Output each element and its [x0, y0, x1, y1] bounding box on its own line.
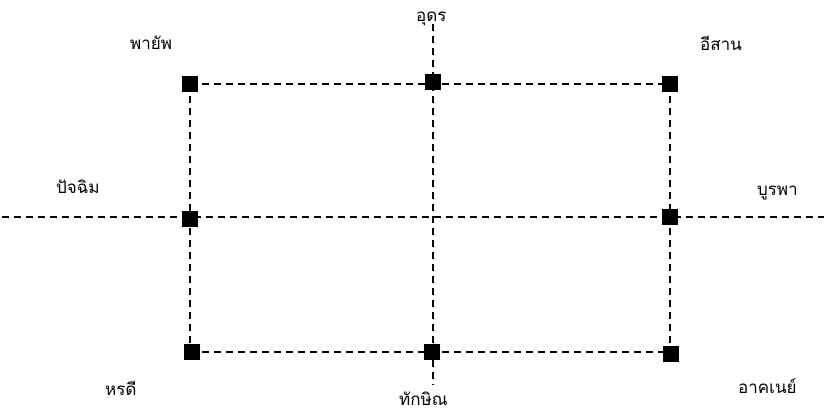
- southeast-marker: [663, 346, 679, 362]
- west-marker: [182, 211, 198, 227]
- southwest-marker: [184, 344, 200, 360]
- northeast-label: อีสาน: [700, 35, 742, 55]
- northwest-marker: [182, 76, 198, 92]
- south-label: ทักษิณ: [399, 390, 448, 410]
- northwest-label: พายัพ: [130, 34, 172, 54]
- east-label: บูรพา: [757, 180, 798, 200]
- south-marker: [424, 344, 440, 360]
- west-label: ปัจฉิม: [56, 178, 100, 198]
- northeast-marker: [662, 76, 678, 92]
- north-marker: [425, 74, 441, 90]
- southeast-label: อาคเนย์: [738, 378, 797, 398]
- east-marker: [662, 209, 678, 225]
- north-label: อุดร: [416, 6, 447, 26]
- southwest-label: หรดี: [105, 380, 137, 400]
